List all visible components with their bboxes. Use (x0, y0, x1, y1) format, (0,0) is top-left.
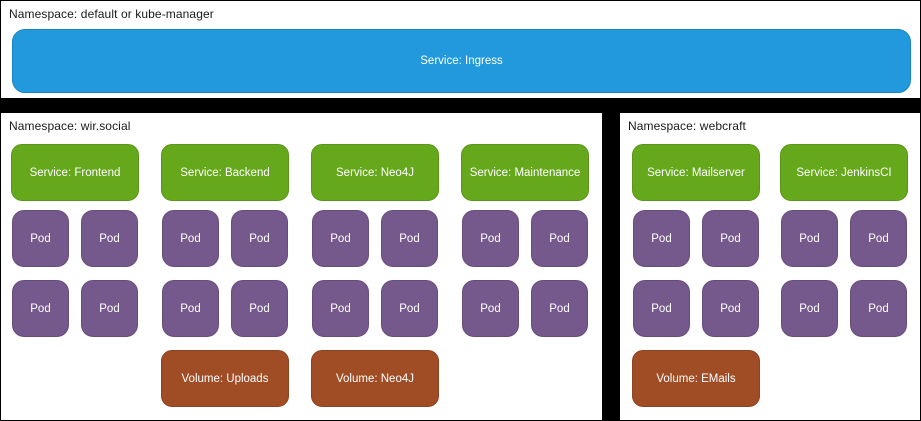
pod-node-frontend-4[interactable]: Pod (81, 280, 138, 337)
pod-node-jenkinsci-2[interactable]: Pod (850, 210, 907, 267)
volume-node-neo4j[interactable]: Volume: Neo4J (311, 350, 439, 407)
service-node-frontend[interactable]: Service: Frontend (11, 144, 139, 201)
pod-node-backend-2[interactable]: Pod (231, 210, 288, 267)
pod-node-maintenance-2[interactable]: Pod (531, 210, 588, 267)
volume-node-emails[interactable]: Volume: EMails (632, 350, 760, 407)
pod-node-neo4j-2[interactable]: Pod (381, 210, 438, 267)
service-node-mailserver[interactable]: Service: Mailserver (632, 144, 760, 201)
namespace-label-default-kube-manager: Namespace: default or kube-manager (9, 7, 214, 21)
pod-node-backend-4[interactable]: Pod (231, 280, 288, 337)
pod-node-maintenance-1[interactable]: Pod (462, 210, 519, 267)
volume-node-uploads[interactable]: Volume: Uploads (161, 350, 289, 407)
pod-node-mailserver-1[interactable]: Pod (633, 210, 690, 267)
pod-node-maintenance-4[interactable]: Pod (531, 280, 588, 337)
service-node-maintenance[interactable]: Service: Maintenance (461, 144, 589, 201)
pod-node-jenkinsci-3[interactable]: Pod (781, 280, 838, 337)
namespace-panel-wir-social: Namespace: wir.social Service: Frontend … (0, 112, 603, 421)
pod-node-backend-1[interactable]: Pod (162, 210, 219, 267)
service-node-backend[interactable]: Service: Backend (161, 144, 289, 201)
pod-node-jenkinsci-1[interactable]: Pod (781, 210, 838, 267)
namespace-panel-webcraft: Namespace: webcraft Service: Mailserver … (619, 112, 921, 421)
service-node-ingress[interactable]: Service: Ingress (12, 29, 911, 93)
pod-node-maintenance-3[interactable]: Pod (462, 280, 519, 337)
service-node-neo4j[interactable]: Service: Neo4J (311, 144, 439, 201)
pod-node-neo4j-4[interactable]: Pod (381, 280, 438, 337)
pod-node-jenkinsci-4[interactable]: Pod (850, 280, 907, 337)
pod-node-mailserver-4[interactable]: Pod (702, 280, 759, 337)
pod-node-mailserver-3[interactable]: Pod (633, 280, 690, 337)
namespace-label-wir-social: Namespace: wir.social (9, 119, 131, 133)
namespace-panel-default-kube-manager: Namespace: default or kube-manager Servi… (0, 0, 921, 99)
pod-node-backend-3[interactable]: Pod (162, 280, 219, 337)
pod-node-neo4j-3[interactable]: Pod (312, 280, 369, 337)
pod-node-neo4j-1[interactable]: Pod (312, 210, 369, 267)
service-node-jenkinsci[interactable]: Service: JenkinsCI (780, 144, 908, 201)
namespace-label-webcraft: Namespace: webcraft (628, 119, 746, 133)
pod-node-frontend-3[interactable]: Pod (12, 280, 69, 337)
pod-node-frontend-2[interactable]: Pod (81, 210, 138, 267)
pod-node-mailserver-2[interactable]: Pod (702, 210, 759, 267)
pod-node-frontend-1[interactable]: Pod (12, 210, 69, 267)
